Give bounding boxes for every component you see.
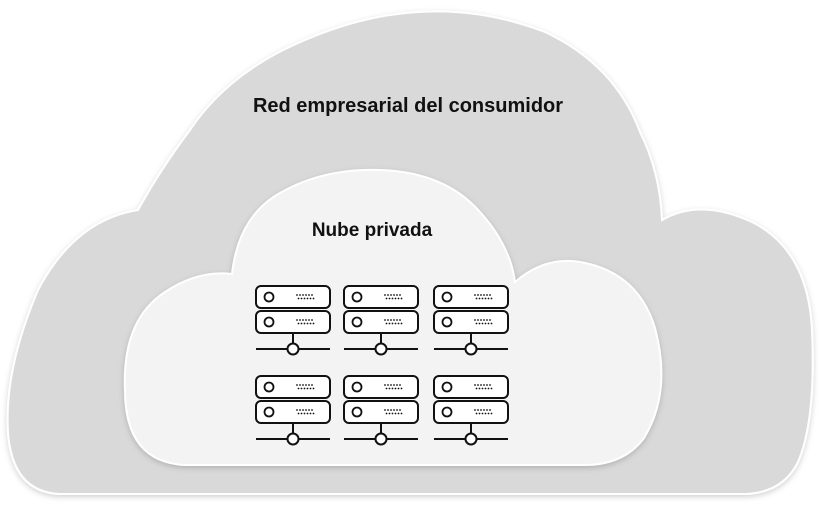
inner-cloud-title: Nube privada [312,220,433,241]
outer-cloud-title: Red empresarial del consumidor [253,95,563,117]
